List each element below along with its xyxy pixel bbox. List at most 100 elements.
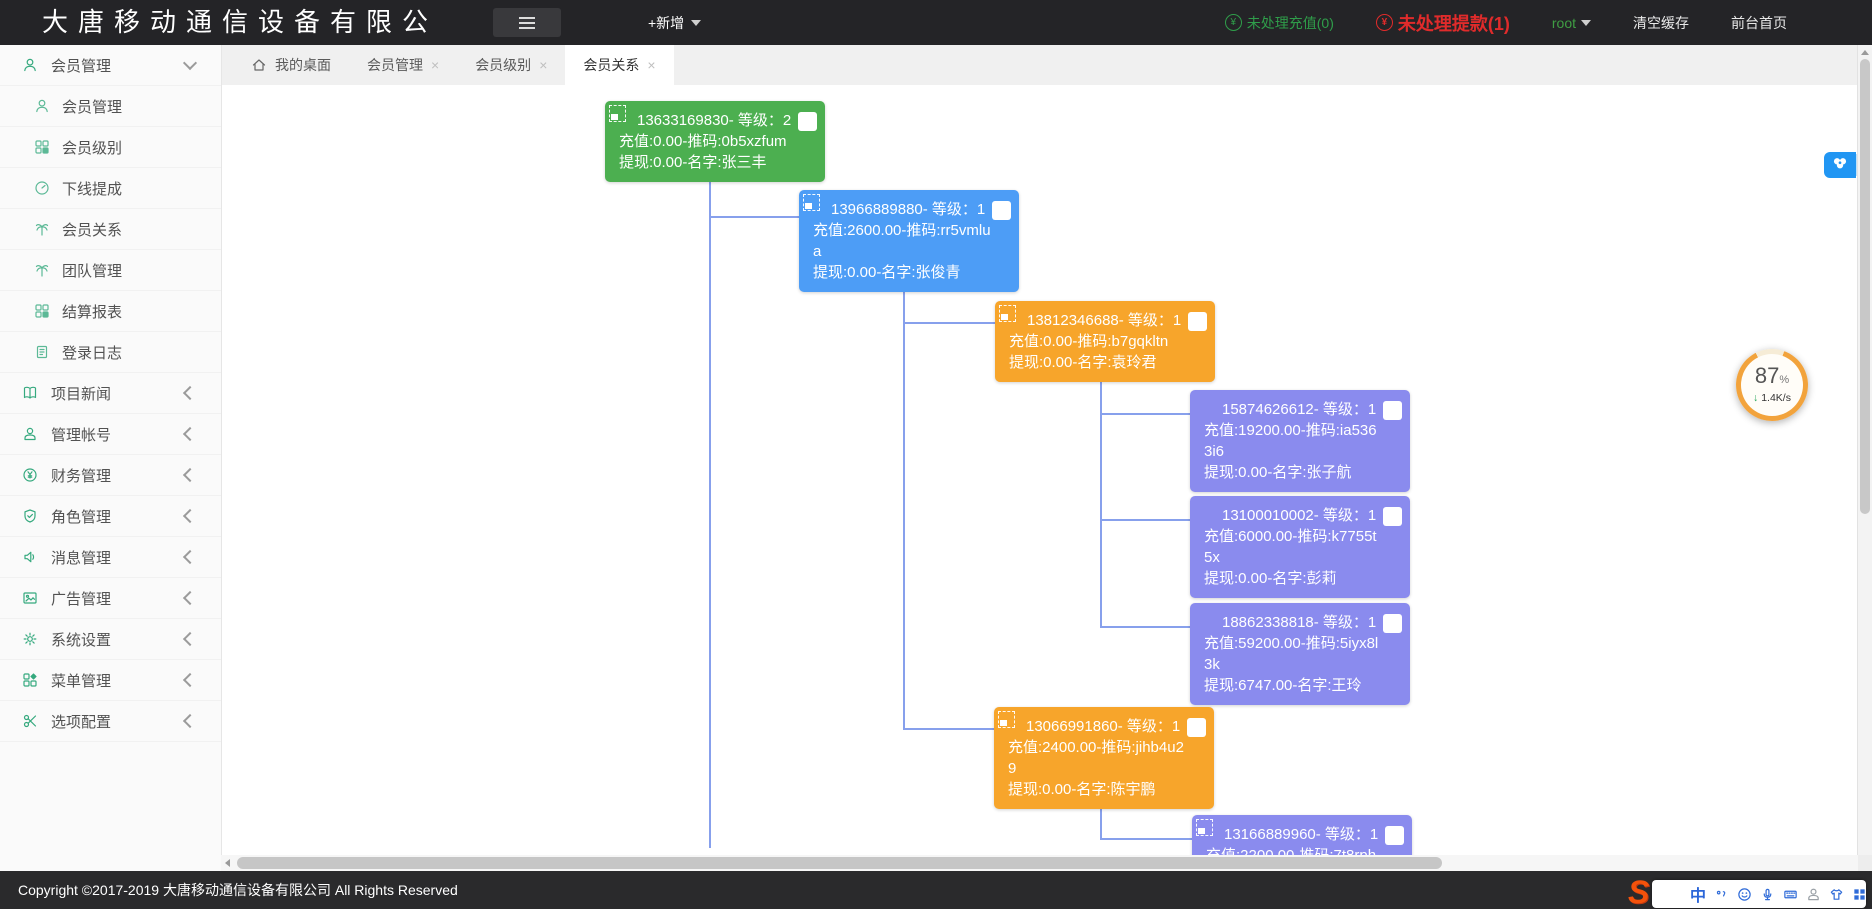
tab-member-level[interactable]: 会员级别 × [457,45,565,85]
grid-icon [34,303,50,319]
node-checkbox[interactable] [1383,507,1402,526]
scroll-left-icon[interactable] [225,859,230,867]
front-page-button[interactable]: 前台首页 [1731,13,1787,33]
node-checkbox[interactable] [992,201,1011,220]
download-percent: 87% [1755,365,1789,390]
tree-connector [709,216,799,218]
node-recharge-line: 充值:2200.00-推码:7t8rph [1206,845,1386,855]
sidebar-collapse-button[interactable] [493,8,561,37]
member-tree-canvas: 13633169830- 等级：2 充值:0.00-推码:0b5xzfum 提现… [221,85,1858,855]
pending-recharge-link[interactable]: ¥ 未处理充值(0) [1224,13,1334,33]
tree-connector [1100,800,1102,838]
node-title: 18862338818- 等级：1 [1222,614,1377,631]
sidebar-item-team-management[interactable]: 团队管理 [0,250,221,291]
node-checkbox[interactable] [1188,312,1207,331]
sidebar-item-system-settings[interactable]: 系统设置 [0,619,221,660]
yuan-coin-icon: ¥ [1375,14,1393,31]
node-recharge-line: 充值:0.00-推码:b7gqkltn [1009,333,1169,350]
sidebar-item-role-management[interactable]: 角色管理 [0,496,221,537]
tab-my-desktop[interactable]: 我的桌面 [233,45,349,85]
netdisk-float-button[interactable] [1824,152,1856,178]
node-withdraw-line: 提现:0.00-名字:彭莉 [1204,570,1337,587]
emoji-icon[interactable] [1737,887,1752,902]
download-progress-badge[interactable]: 87% ↓ 1.4K/s [1736,349,1808,421]
sidebar-item-label: 会员管理 [51,57,112,75]
sidebar-item-label: 项目新闻 [51,385,112,403]
scroll-up-icon[interactable] [1861,50,1869,55]
member-card[interactable]: 13966889880- 等级：1 充值:2600.00-推码:rr5vmlua… [799,190,1019,292]
account-icon[interactable] [1806,887,1821,902]
horizontal-scrollbar[interactable] [221,855,1858,871]
sidebar-item-project-news[interactable]: 项目新闻 [0,373,221,414]
tree-connector [1100,626,1190,628]
expand-toggle-icon[interactable] [803,194,820,211]
sidebar-item-option-config[interactable]: 选项配置 [0,701,221,742]
keyboard-icon[interactable] [1783,887,1798,902]
tab-member-relation[interactable]: 会员关系 × [565,45,674,85]
node-checkbox[interactable] [1383,401,1402,420]
mic-icon[interactable] [1760,887,1775,902]
node-recharge-line: 充值:2600.00-推码:rr5vmlua [813,222,991,260]
tab-bar: 我的桌面 会员管理 × 会员级别 × 会员关系 × [221,45,1872,85]
node-checkbox[interactable] [798,112,817,131]
caret-down-icon [691,19,702,26]
sidebar-item-ad-management[interactable]: 广告管理 [0,578,221,619]
vertical-scrollbar[interactable] [1857,45,1872,871]
node-checkbox[interactable] [1385,826,1404,845]
close-icon[interactable]: × [647,57,656,73]
tree-icon [34,262,50,278]
sidebar-item-label: 结算报表 [62,303,123,321]
sidebar-item-member-management[interactable]: 会员管理 [0,86,221,127]
sidebar-item-message-management[interactable]: 消息管理 [0,537,221,578]
sidebar-item-label: 角色管理 [51,508,112,526]
journal-icon [34,344,50,360]
sidebar-item-label: 财务管理 [51,467,112,485]
expand-toggle-icon[interactable] [999,305,1016,322]
gear-icon [22,631,38,647]
ime-toolbar: S 中 [1628,874,1867,909]
vertical-scroll-thumb[interactable] [1860,59,1870,514]
chinese-mode-toggle[interactable]: 中 [1690,888,1707,905]
sidebar-nav: 会员管理 会员管理 会员级别 下线提成 会员关系 团队管理 结算报表 [0,45,222,871]
sidebar-item-login-log[interactable]: 登录日志 [0,332,221,373]
chevron-left-icon [182,426,198,442]
member-card[interactable]: 13066991860- 等级：1 充值:2400.00-推码:jihb4u29… [994,707,1214,809]
expand-toggle-icon[interactable] [609,105,626,122]
sidebar-item-downline-commission[interactable]: 下线提成 [0,168,221,209]
member-card-root[interactable]: 13633169830- 等级：2 充值:0.00-推码:0b5xzfum 提现… [605,101,825,182]
member-card[interactable]: 18862338818- 等级：1 充值:59200.00-推码:5iyx8l3… [1190,603,1410,705]
member-card[interactable]: 13166889960- 等级：1 充值:2200.00-推码:7t8rph [1192,815,1412,855]
close-icon[interactable]: × [431,57,440,73]
member-card[interactable]: 13812346688- 等级：1 充值:0.00-推码:b7gqkltn 提现… [995,301,1215,382]
sidebar-item-label: 菜单管理 [51,672,112,690]
sidebar-item-menu-management[interactable]: 菜单管理 [0,660,221,701]
sidebar-item-member-level[interactable]: 会员级别 [0,127,221,168]
member-card[interactable]: 13100010002- 等级：1 充值:6000.00-推码:k7755t5x… [1190,496,1410,598]
sidebar-item-admin-account[interactable]: 管理帐号 [0,414,221,455]
expand-toggle-icon[interactable] [998,711,1015,728]
grid-logo-icon[interactable] [1852,887,1867,902]
sogou-logo-icon[interactable]: S [1628,874,1650,909]
pending-withdraw-link[interactable]: ¥ 未处理提款(1) [1375,10,1510,36]
book-icon [22,385,38,401]
node-checkbox[interactable] [1187,718,1206,737]
node-recharge-line: 充值:19200.00-推码:ia5363i6 [1204,422,1377,460]
punctuation-icon[interactable] [1714,887,1729,902]
user-menu[interactable]: root [1552,15,1591,31]
sidebar-item-member-relation[interactable]: 会员关系 [0,209,221,250]
skin-icon[interactable] [1829,887,1844,902]
node-title: 15874626612- 等级：1 [1222,401,1377,418]
sidebar-item-member-management-group[interactable]: 会员管理 [0,45,221,86]
member-card[interactable]: 15874626612- 等级：1 充值:19200.00-推码:ia5363i… [1190,390,1410,492]
clear-cache-button[interactable]: 清空缓存 [1633,13,1689,33]
new-dropdown-button[interactable]: +新增 [648,0,702,45]
horizontal-scroll-thumb[interactable] [237,857,1442,869]
sidebar-item-finance-management[interactable]: 财务管理 [0,455,221,496]
sidebar-item-settlement-report[interactable]: 结算报表 [0,291,221,332]
sidebar-item-label: 选项配置 [51,713,112,731]
tab-member-management[interactable]: 会员管理 × [349,45,457,85]
tree-connector [1100,519,1190,521]
close-icon[interactable]: × [539,57,548,73]
expand-toggle-icon[interactable] [1196,819,1213,836]
node-checkbox[interactable] [1383,614,1402,633]
